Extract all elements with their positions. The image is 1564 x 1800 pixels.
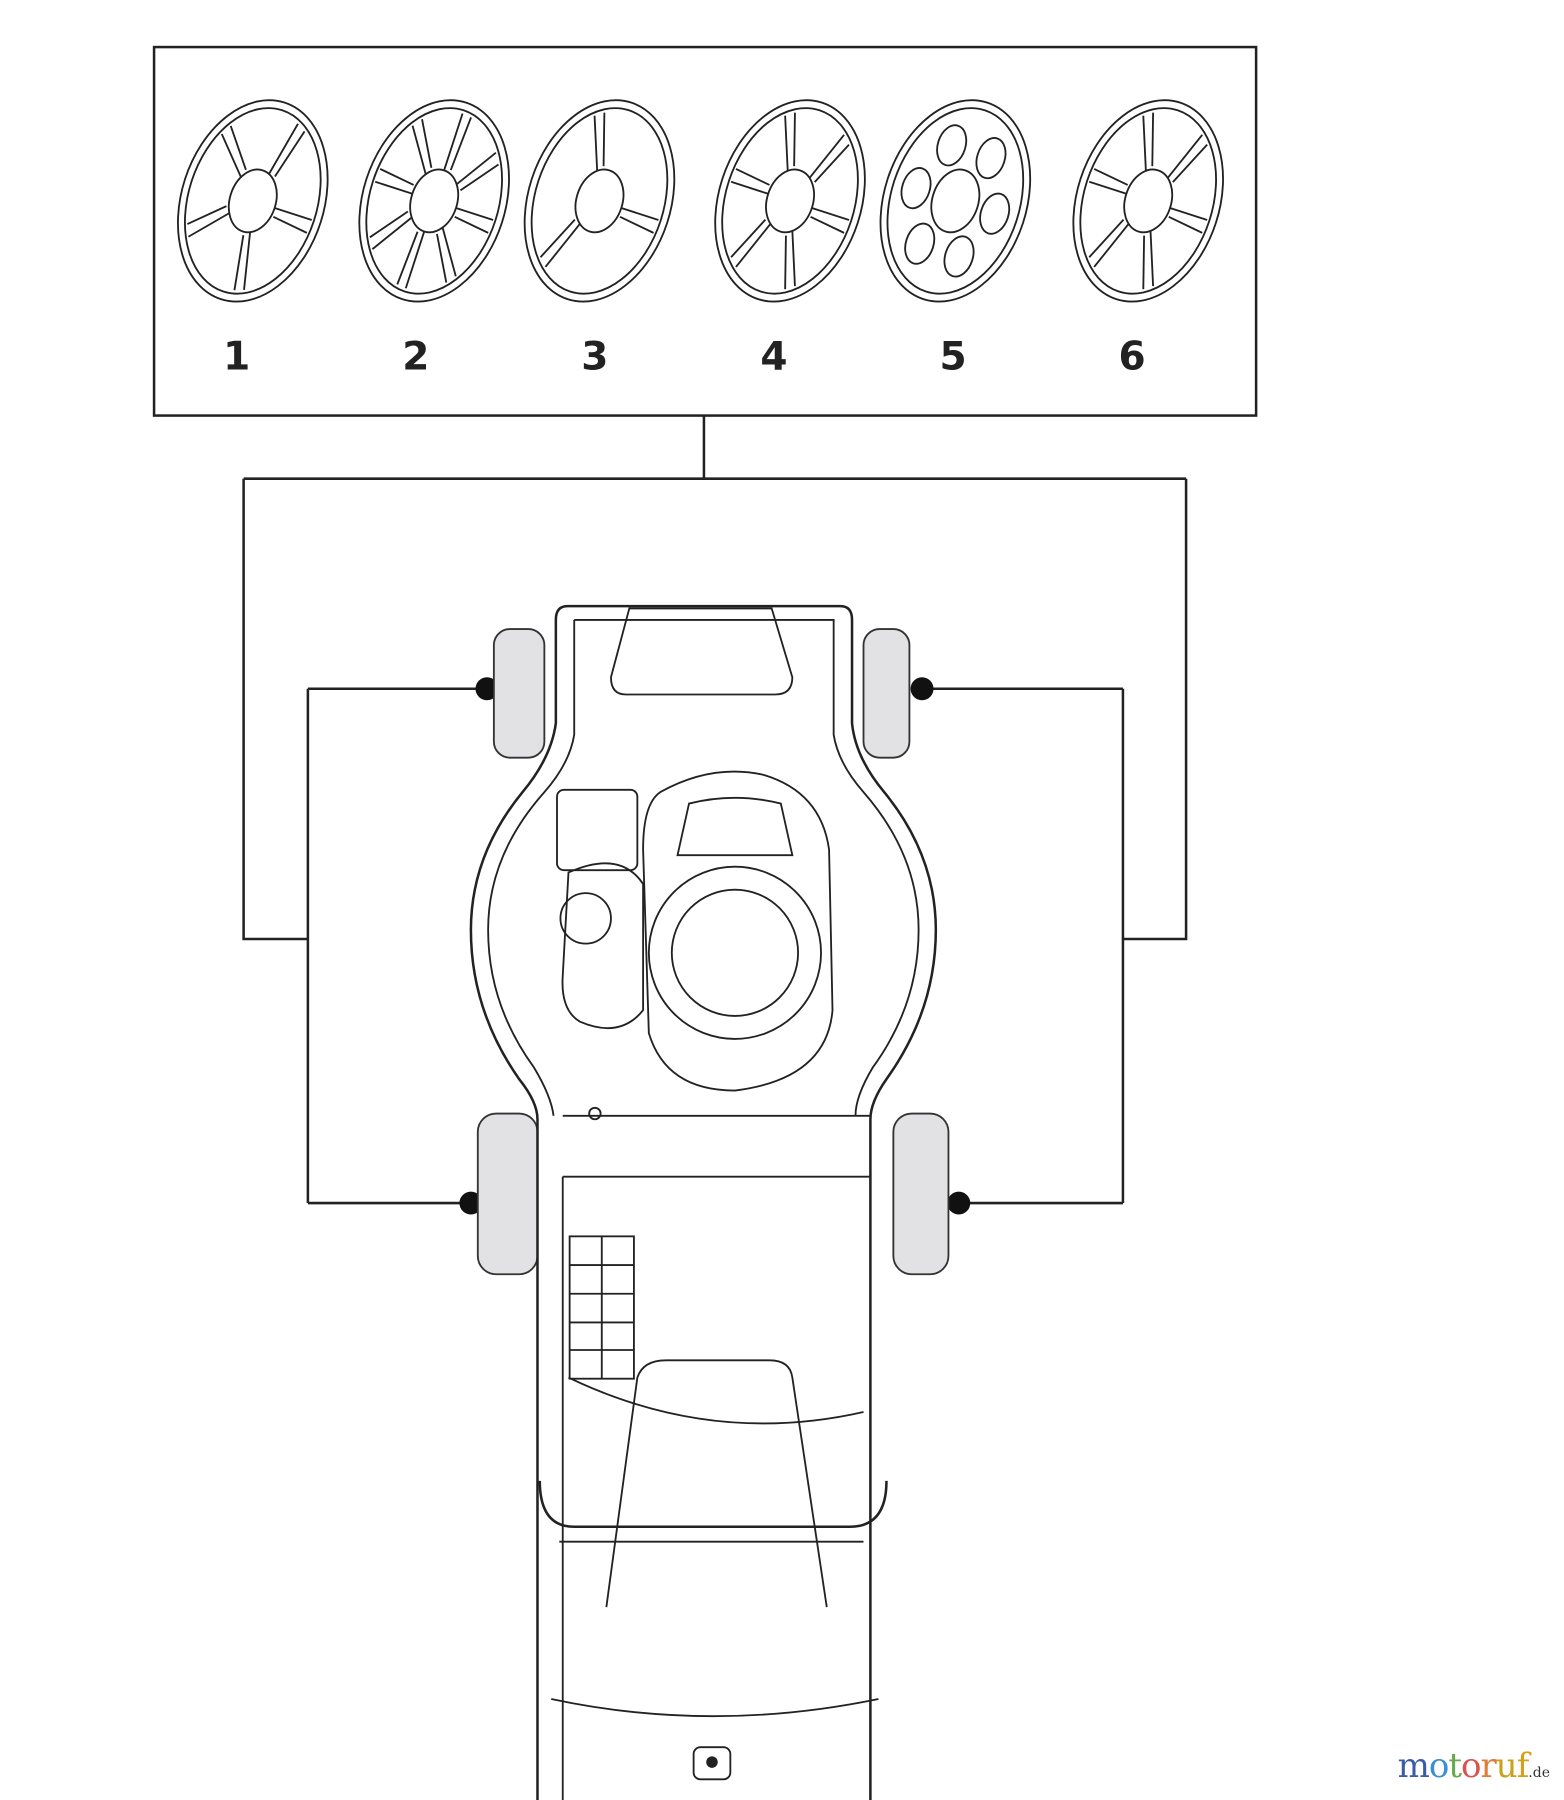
watermark-letter: f	[1516, 1746, 1530, 1786]
wheel-front-left[interactable]	[492, 628, 546, 759]
watermark-letter: r	[1480, 1746, 1497, 1786]
watermark-letter: o	[1428, 1746, 1450, 1786]
hubcap-number-2: 2	[402, 335, 429, 380]
connector-lines	[242, 415, 1188, 1215]
hubcap-number-4: 4	[760, 335, 787, 380]
hubcap-number-1: 1	[223, 335, 250, 380]
wheel-rear-right[interactable]	[892, 1112, 950, 1276]
watermark-suffix: .de	[1528, 1765, 1550, 1781]
hubcap-number-3: 3	[581, 335, 608, 380]
hubcap-option-5[interactable]	[856, 81, 1055, 322]
connector-dot-front-right	[910, 677, 934, 701]
hubcap-number-6: 6	[1119, 335, 1146, 380]
hubcap-option-1[interactable]	[153, 81, 352, 322]
connector-dot-rear-left	[459, 1191, 483, 1215]
wheel-rear-left[interactable]	[476, 1112, 539, 1276]
wheel-front-right[interactable]	[862, 628, 911, 759]
watermark-letter: t	[1448, 1746, 1462, 1786]
connector-dot-rear-right	[947, 1191, 971, 1215]
hubcap-option-6[interactable]	[1049, 81, 1248, 322]
hubcap-option-4[interactable]	[690, 81, 889, 322]
motoruf-watermark-logo: motoruf.de	[1398, 1746, 1550, 1786]
hubcap-option-3[interactable]	[500, 81, 699, 322]
watermark-letter: m	[1397, 1746, 1430, 1786]
lawn-mower-top-view	[469, 604, 938, 1800]
connector-dot-front-left	[475, 677, 499, 701]
hubcap-options-box	[152, 45, 1258, 417]
watermark-letter: o	[1461, 1746, 1482, 1786]
hubcap-option-2[interactable]	[335, 81, 534, 322]
watermark-letter: u	[1495, 1746, 1518, 1786]
hubcap-number-5: 5	[939, 335, 966, 380]
